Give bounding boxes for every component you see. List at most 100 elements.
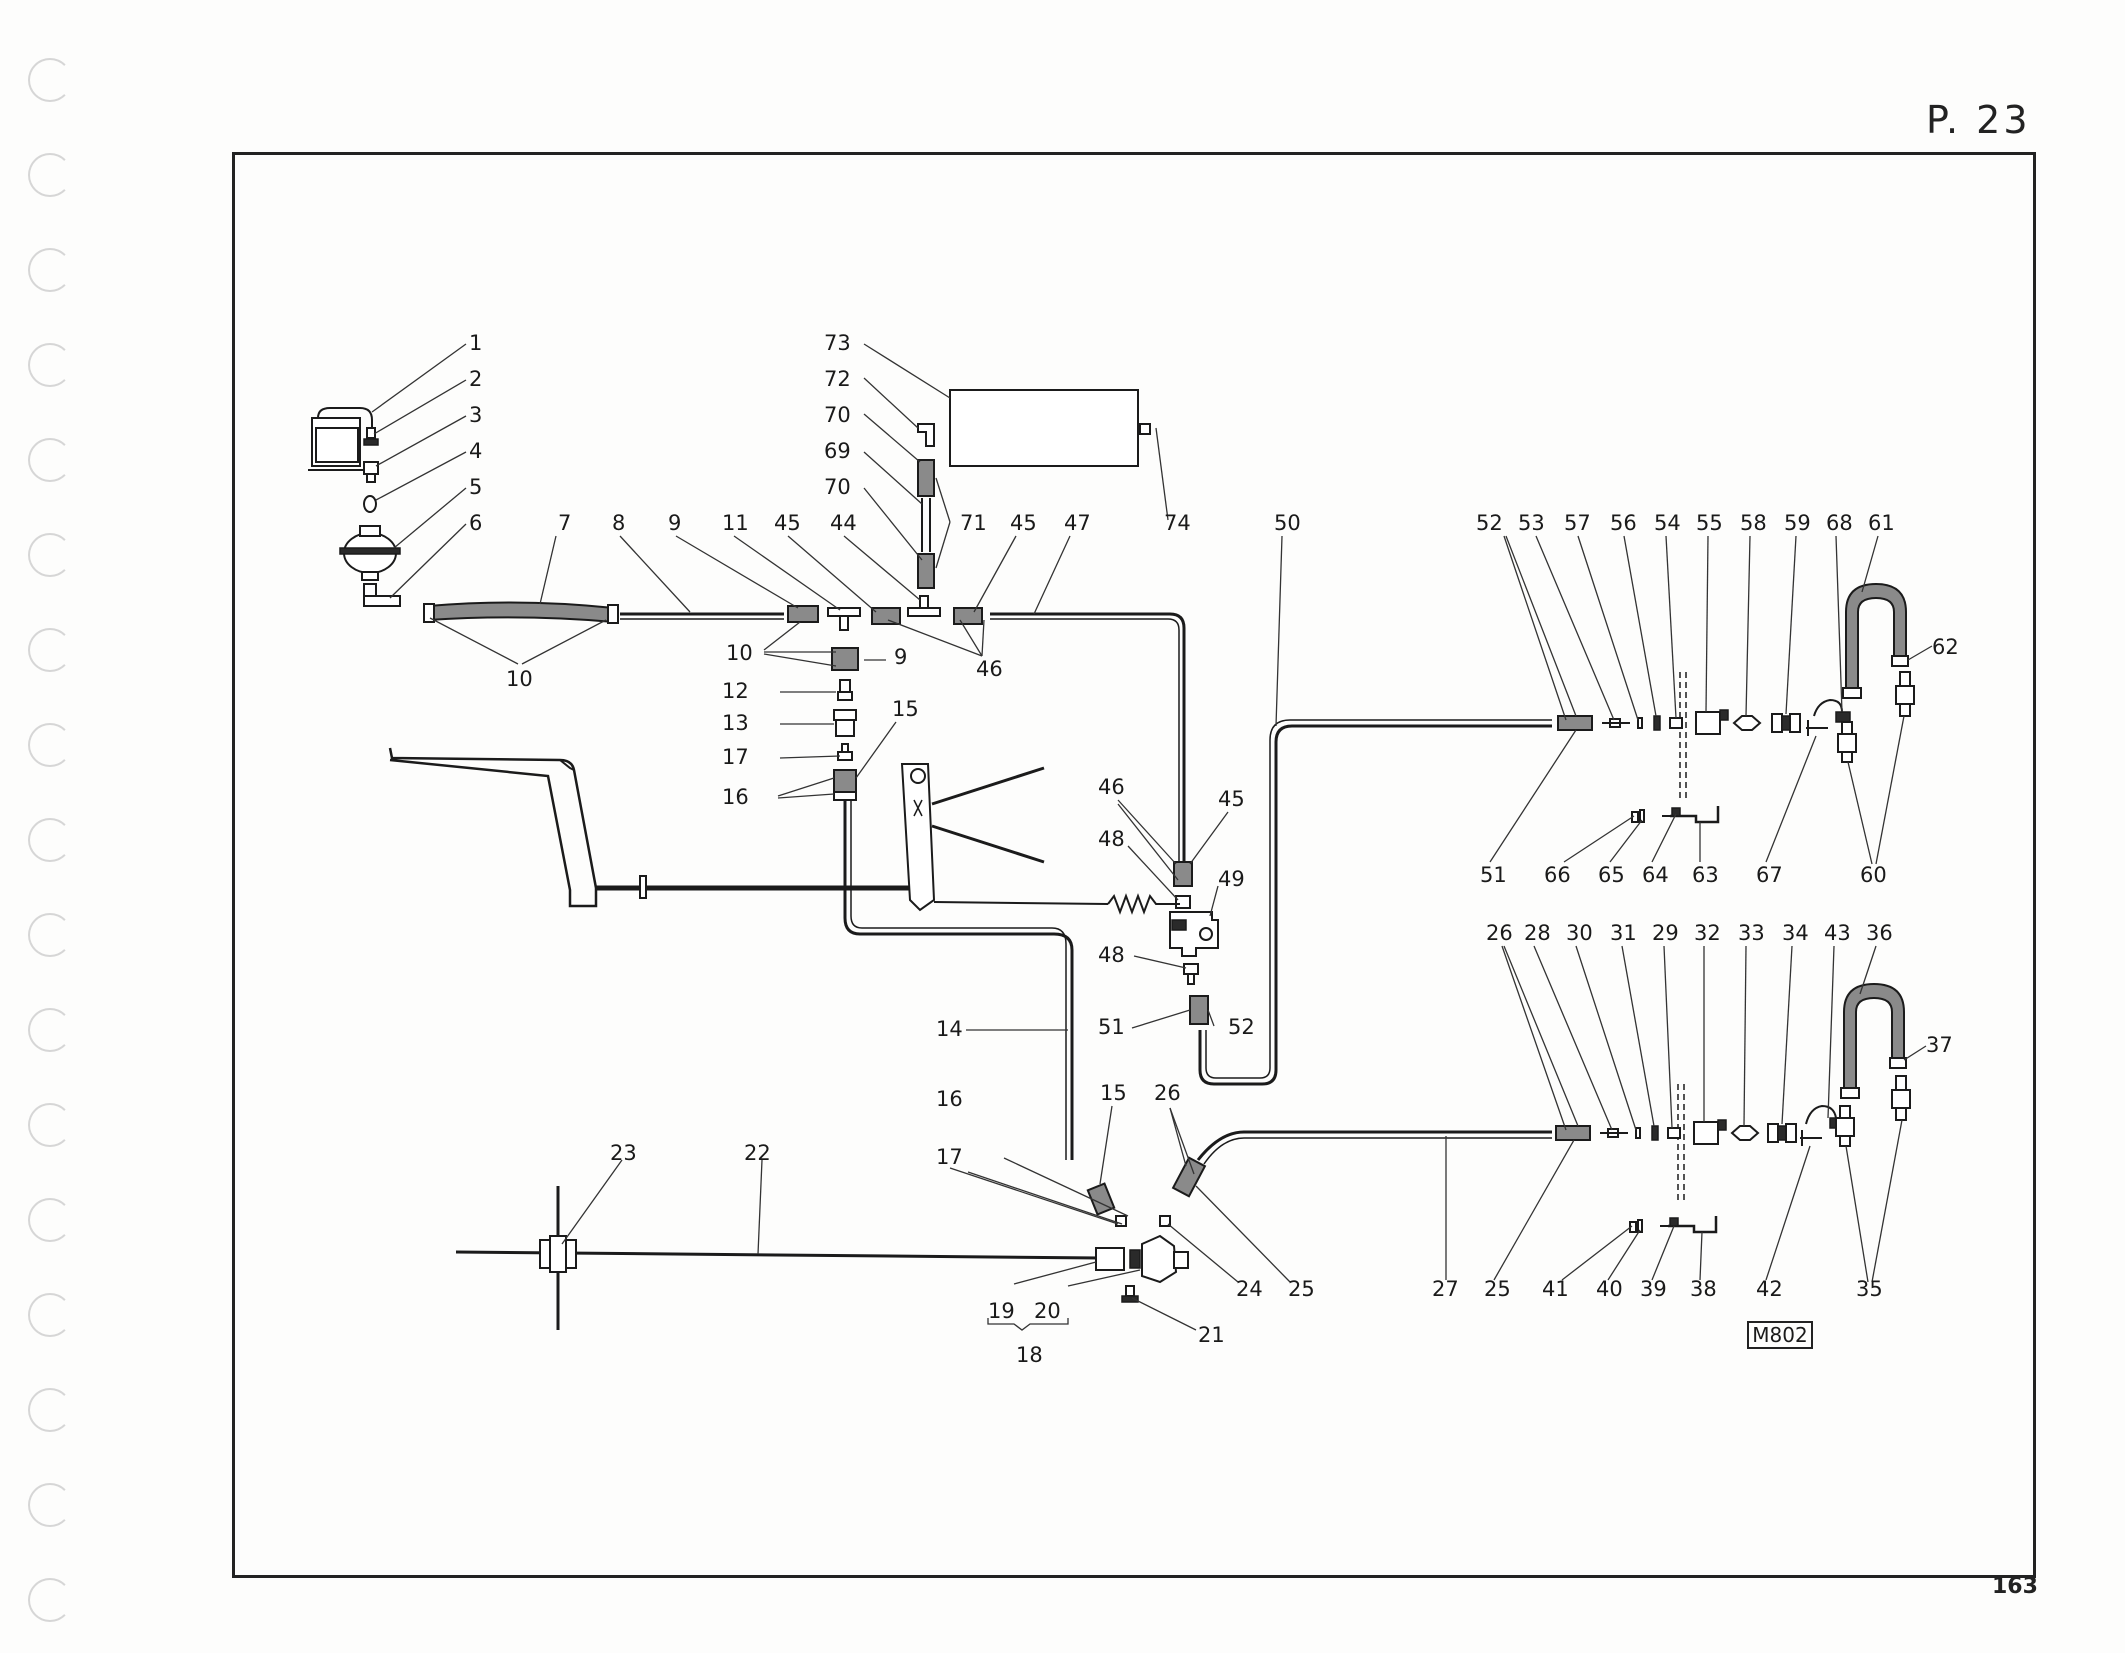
callout-54: 54 <box>1654 511 1681 535</box>
callout-70-upper: 70 <box>824 403 851 427</box>
union-6 <box>363 583 401 607</box>
drawing-code-box: M802 <box>1747 1321 1813 1349</box>
diagram-frame <box>232 152 2036 1578</box>
callout-49: 49 <box>1218 867 1245 891</box>
fitting-28 <box>1600 1128 1628 1138</box>
callout-14: 14 <box>936 1017 963 1041</box>
washer-57 <box>1637 717 1643 729</box>
callout-5: 5 <box>469 475 482 499</box>
callout-67: 67 <box>1756 863 1783 887</box>
callout-16-upper: 16 <box>722 785 749 809</box>
callout-37: 37 <box>1926 1033 1953 1057</box>
callout-15-lower: 15 <box>1100 1081 1127 1105</box>
seal-58 <box>1732 715 1762 731</box>
callout-43: 43 <box>1824 921 1851 945</box>
callout-3: 3 <box>469 403 482 427</box>
callout-9-top: 9 <box>668 511 681 535</box>
callout-52-mid: 52 <box>1228 1015 1255 1039</box>
callout-6: 6 <box>469 511 482 535</box>
bleed-screw-21 <box>1121 1285 1139 1303</box>
hose-71-lower <box>917 553 935 589</box>
fitting-3 <box>363 461 379 483</box>
callout-39: 39 <box>1640 1277 1667 1301</box>
punch-hole <box>28 818 72 862</box>
hose-25 <box>1171 1156 1207 1198</box>
callout-50: 50 <box>1274 511 1301 535</box>
washer-30 <box>1635 1127 1641 1139</box>
callout-52-right: 52 <box>1476 511 1503 535</box>
callout-17-lower: 17 <box>936 1145 963 1169</box>
callout-40: 40 <box>1596 1277 1623 1301</box>
callout-16-lower: 16 <box>936 1087 963 1111</box>
bracket-line-29 <box>1677 1084 1685 1200</box>
callout-42: 42 <box>1756 1277 1783 1301</box>
callout-32: 32 <box>1694 921 1721 945</box>
bleed-nipple-12 <box>837 679 853 701</box>
punch-hole <box>28 1483 72 1527</box>
callout-46-top: 46 <box>976 657 1003 681</box>
callout-17-upper: 17 <box>722 745 749 769</box>
seal-4 <box>363 495 377 513</box>
connector-60-right <box>1895 671 1915 717</box>
callout-69: 69 <box>824 439 851 463</box>
punch-hole <box>28 723 72 767</box>
fitting-17 <box>837 743 853 761</box>
union-45-valve <box>1173 861 1193 887</box>
callout-10-left: 10 <box>506 667 533 691</box>
return-spring <box>933 893 1180 915</box>
brake-pipe-27 <box>1196 1130 1552 1161</box>
cylinder-32 <box>1693 1119 1727 1145</box>
punch-hole <box>28 153 72 197</box>
callout-26-left: 26 <box>1154 1081 1181 1105</box>
fitting-19 <box>1095 1247 1125 1271</box>
page-folio-number: 163 <box>1992 1574 2038 1599</box>
fitting-24 <box>1159 1215 1171 1227</box>
fitting-48-lower <box>1183 963 1199 985</box>
fitting-2 <box>363 427 379 446</box>
callout-8: 8 <box>612 511 625 535</box>
callout-65: 65 <box>1598 863 1625 887</box>
connector-60-left <box>1837 721 1857 763</box>
punch-hole <box>28 1578 72 1622</box>
brake-pipe-47 <box>990 612 1186 862</box>
cylinder-20 <box>1129 1234 1189 1284</box>
callout-58: 58 <box>1740 511 1767 535</box>
tee-44 <box>907 595 941 617</box>
hose-16-upper <box>833 769 857 801</box>
union-9 <box>787 605 819 623</box>
punch-hole <box>28 1293 72 1337</box>
callout-4: 4 <box>469 439 482 463</box>
callout-61: 61 <box>1868 511 1895 535</box>
hose-71-upper <box>917 459 935 497</box>
callout-59: 59 <box>1784 511 1811 535</box>
fitting-34 <box>1767 1123 1797 1143</box>
pushrod <box>596 875 910 899</box>
callout-46-valve: 46 <box>1098 775 1125 799</box>
elbow-72 <box>917 423 935 447</box>
master-cylinder-reservoir <box>308 407 376 471</box>
callout-51-right: 51 <box>1480 863 1507 887</box>
brake-pipe-14 <box>843 800 1074 1160</box>
fitting-13 <box>833 709 857 737</box>
connector-35-right <box>1891 1075 1911 1121</box>
callout-62: 62 <box>1932 635 1959 659</box>
callout-30: 30 <box>1566 921 1593 945</box>
callout-44: 44 <box>830 511 857 535</box>
punch-hole <box>28 1008 72 1052</box>
hose-7 <box>423 601 619 624</box>
union-9-lower <box>831 647 859 671</box>
callout-22: 22 <box>744 1141 771 1165</box>
brake-valve-49 <box>1169 911 1219 957</box>
callout-29: 29 <box>1652 921 1679 945</box>
fluid-reservoir-73 <box>949 389 1139 467</box>
callout-1: 1 <box>469 331 482 355</box>
washer-56 <box>1653 715 1661 731</box>
callout-23: 23 <box>610 1141 637 1165</box>
punch-hole <box>28 533 72 577</box>
callout-36: 36 <box>1866 921 1893 945</box>
callout-68: 68 <box>1826 511 1853 535</box>
callout-51-mid: 51 <box>1098 1015 1125 1039</box>
union-45-right <box>953 607 983 625</box>
callout-41: 41 <box>1542 1277 1569 1301</box>
